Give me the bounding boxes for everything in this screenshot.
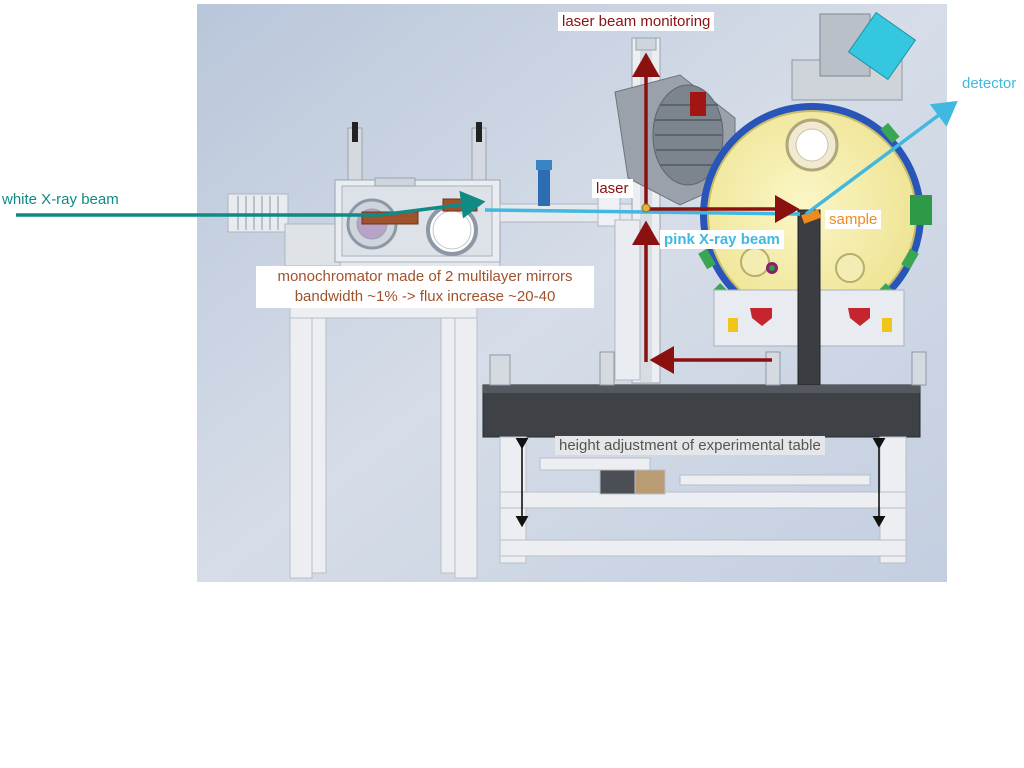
label-height-adjustment: height adjustment of experimental table: [555, 436, 825, 455]
label-laser-beam-monitoring: laser beam monitoring: [558, 12, 715, 31]
label-laser: laser: [592, 179, 633, 198]
sample-holder: [797, 209, 821, 387]
label-monochromator: monochromator made of 2 multilayer mirro…: [256, 266, 594, 308]
experimental-table: [482, 351, 927, 438]
pink-xray-beam: [484, 100, 958, 216]
laser-splitter: [641, 203, 651, 213]
label-monochromator-line2: bandwidth ~1% -> flux increase ~20-40: [294, 288, 556, 305]
label-monochromator-line1: monochromator made of 2 multilayer mirro…: [277, 268, 573, 285]
beamline-pipe: [499, 160, 636, 227]
laser-beam: [632, 52, 800, 374]
experimental-chamber: [698, 11, 932, 347]
label-white-xray-beam: white X-ray beam: [2, 191, 119, 208]
label-pink-xray-beam: pink X-ray beam: [660, 230, 784, 249]
white-xray-beam: [16, 190, 486, 219]
monochromator-stand: [289, 299, 478, 579]
beam-pipe-bellows: [227, 193, 341, 267]
sample: [801, 209, 822, 224]
label-sample: sample: [825, 210, 882, 229]
label-detector: detector: [962, 75, 1017, 92]
